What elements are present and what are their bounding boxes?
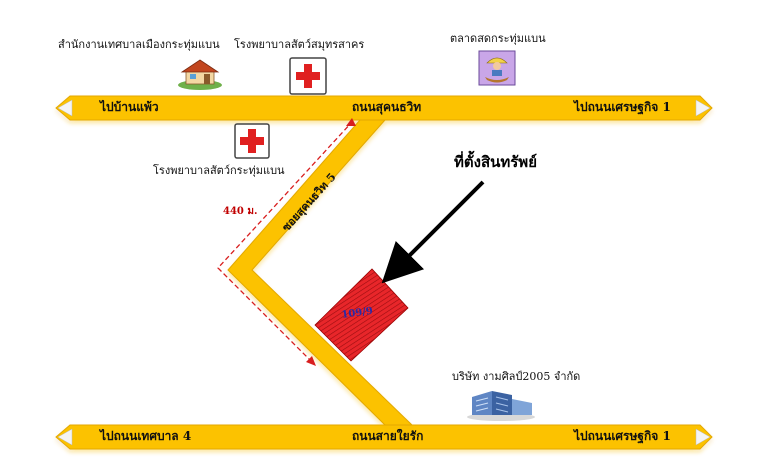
top-road <box>55 95 713 121</box>
market-vendor-icon <box>478 50 516 86</box>
property-location-label: ที่ตั้งสินทรัพย์ <box>454 153 537 171</box>
fresh-market-label: ตลาดสดกระทุ่มแบน <box>450 32 546 45</box>
vet-hospital-krathum-label: โรงพยาบาลสัตว์กระทุ่มแบน <box>153 164 285 177</box>
top-road-name: ถนนสุคนธวิท <box>352 100 422 114</box>
top-right-direction: ไปถนนเศรษฐกิจ 1 <box>574 100 671 114</box>
parcel-number: 109/9 <box>341 306 374 321</box>
top-left-direction: ไปบ้านแพ้ว <box>100 100 159 114</box>
bottom-left-direction: ไปถนนเทศบาล 4 <box>100 429 192 443</box>
bottom-road <box>55 424 713 450</box>
distance-label: 440 ม. <box>223 206 258 217</box>
bottom-road-name: ถนนสายใยรัก <box>352 429 424 443</box>
bottom-right-direction: ไปถนนเศรษฐกิจ 1 <box>574 429 671 443</box>
distance-route <box>217 118 356 366</box>
house-icon <box>178 59 222 90</box>
red-cross-icon <box>289 57 327 95</box>
vet-hospital-samut-label: โรงพยาบาลสัตว์สมุทรสาคร <box>234 38 365 51</box>
company-label: บริษัท งามศิลป์2005 จำกัด <box>452 370 581 383</box>
property-parcel <box>314 268 409 362</box>
soi-road <box>227 119 414 426</box>
office-building-icon <box>467 391 535 421</box>
pointer-arrow <box>381 180 485 284</box>
municipal-office-label: สำนักงานเทศบาลเมืองกระทุ่มแบน <box>58 38 220 51</box>
red-cross-icon <box>234 123 270 159</box>
